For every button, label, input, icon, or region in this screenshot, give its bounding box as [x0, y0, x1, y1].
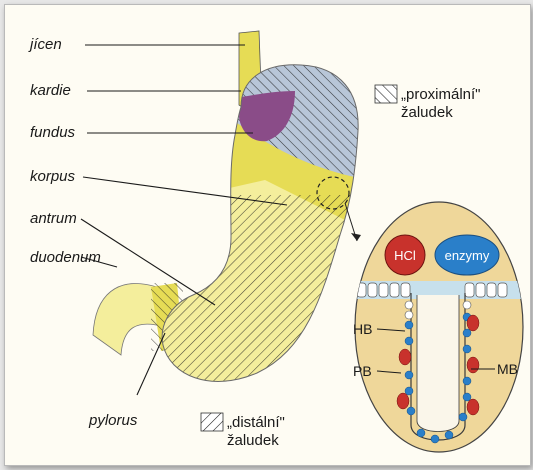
label-antrum: antrum — [30, 210, 77, 227]
label-jicen: jícen — [28, 36, 62, 53]
label-kardie: kardie — [30, 82, 71, 99]
label-hb: HB — [353, 321, 372, 337]
stomach-diagram: jícen kardie fundus korpus antrum duoden… — [5, 5, 530, 465]
label-mb: MB — [497, 361, 518, 377]
gland-inset: HCl enzymy HB PB MB — [350, 202, 530, 452]
legend-distal-line1: „distální" — [227, 414, 285, 431]
diagram-frame: jícen kardie fundus korpus antrum duoden… — [4, 4, 531, 466]
legend-proximal-line2: žaludek — [401, 104, 453, 121]
legend-distal-line2: žaludek — [227, 432, 279, 449]
hcl-label: HCl — [394, 248, 416, 263]
label-pb: PB — [353, 363, 372, 379]
label-korpus: korpus — [30, 168, 76, 185]
legend-distal: „distální" žaludek — [201, 413, 285, 449]
label-duodenum: duodenum — [30, 249, 101, 266]
enzymy-label: enzymy — [445, 248, 490, 263]
label-pylorus: pylorus — [88, 412, 138, 429]
stomach-body — [155, 55, 375, 395]
legend-proximal-line1: „proximální" — [401, 86, 481, 103]
legend-proximal: „proximální" žaludek — [375, 85, 481, 121]
label-fundus: fundus — [30, 124, 76, 141]
